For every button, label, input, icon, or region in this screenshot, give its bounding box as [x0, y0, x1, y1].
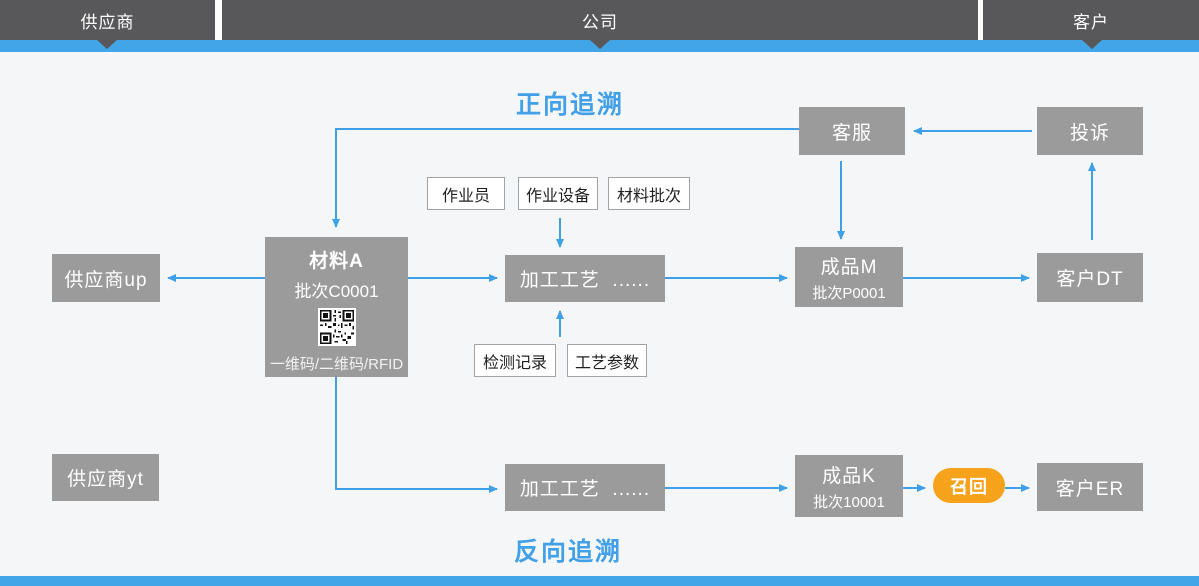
header-label-customer: 客户: [1073, 12, 1109, 32]
tag-process-params: 工艺参数: [567, 344, 647, 377]
header-label-supplier: 供应商: [80, 12, 135, 32]
node-complaint-label: 投诉: [1069, 122, 1110, 144]
node-supplier-up: 供应商up: [52, 254, 160, 302]
node-process-top: 加工工艺 ......: [505, 255, 665, 302]
node-product-k-batch: 批次10001: [813, 493, 885, 511]
node-product-m: 成品M 批次P0001: [795, 247, 903, 307]
node-supplier-up-label: 供应商up: [64, 269, 148, 291]
node-complaint: 投诉: [1037, 107, 1143, 155]
node-material-a-title: 材料A: [309, 251, 364, 272]
tag-operator: 作业员: [427, 177, 505, 210]
node-customer-er: 客户ER: [1037, 463, 1143, 511]
node-process-bottom-label: 加工工艺 ......: [519, 479, 651, 500]
header-segment-supplier: 供应商: [0, 0, 215, 40]
node-customer-dt-label: 客户DT: [1056, 269, 1124, 290]
arrow-material-a-to-process-bottom: [335, 377, 498, 493]
tag-inspection-record-label: 检测记录: [482, 354, 547, 372]
tag-material-batch: 材料批次: [608, 177, 690, 210]
header-segment-company: 公司: [222, 0, 978, 40]
qr-code-icon: [317, 308, 356, 346]
node-process-top-label: 加工工艺 ......: [519, 270, 651, 291]
header-label-company: 公司: [582, 12, 618, 32]
node-supplier-yt-label: 供应商yt: [67, 469, 144, 490]
tag-material-batch-label: 材料批次: [616, 187, 681, 205]
pointer-triangle-company: [590, 40, 610, 49]
node-product-k-title: 成品K: [822, 465, 876, 487]
tag-equipment: 作业设备: [518, 177, 598, 210]
tag-process-params-label: 工艺参数: [574, 354, 639, 372]
tag-operator-label: 作业员: [441, 187, 490, 205]
pointer-triangle-supplier: [97, 40, 117, 49]
tag-inspection-record: 检测记录: [474, 344, 556, 377]
node-customer-er-label: 客户ER: [1055, 478, 1125, 500]
forward-trace-title: 正向追溯: [515, 91, 624, 119]
node-customer-dt: 客户DT: [1037, 253, 1143, 302]
node-customer-service-label: 客服: [831, 122, 872, 144]
tag-equipment-label: 作业设备: [525, 187, 590, 205]
header-segment-customer: 客户: [983, 0, 1199, 40]
node-material-a-batch: 批次C0001: [294, 282, 379, 301]
node-product-m-batch: 批次P0001: [812, 284, 886, 302]
recall-badge-label: 召回: [950, 476, 988, 497]
node-process-bottom: 加工工艺 ......: [505, 464, 665, 511]
bottom-accent-bar: [0, 576, 1199, 586]
node-material-a-code-label: 一维码/二维码/RFID: [269, 356, 404, 373]
node-material-a: 材料A 批次C0001 一维码/二维码/RFID: [265, 237, 408, 377]
backward-trace-title: 反向追溯: [513, 538, 622, 566]
node-product-m-title: 成品M: [820, 256, 878, 278]
recall-badge: 召回: [933, 468, 1005, 503]
node-customer-service: 客服: [799, 107, 905, 155]
node-product-k: 成品K 批次10001: [795, 455, 903, 517]
node-supplier-yt: 供应商yt: [52, 454, 159, 501]
pointer-triangle-customer: [1082, 40, 1102, 49]
